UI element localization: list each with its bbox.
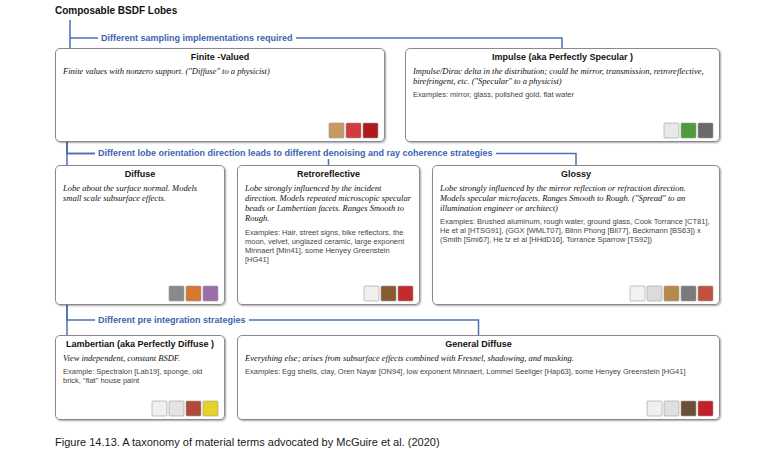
material-swatch-icon (664, 286, 679, 301)
box-description: Lobe strongly influenced by the incident… (245, 183, 412, 224)
lobe-box: Lambertian (aka Perfectly Diffuse ) View … (55, 335, 225, 420)
material-swatch-icon (647, 401, 662, 416)
material-swatch-icon (681, 401, 696, 416)
material-swatch-icon (647, 286, 662, 301)
material-swatch-icon (203, 286, 218, 301)
box-description: Finite values with nonzero support. ("Di… (63, 66, 377, 76)
box-description: Everything else; arises from subsurface … (245, 353, 712, 363)
branch-connector (67, 142, 576, 165)
box-description: Lobe strongly influenced by the mirror r… (440, 183, 712, 214)
lobe-box: Finite -ValuedFinite values with nonzero… (55, 48, 385, 142)
diagram-title: Composable BSDF Lobes (55, 5, 177, 17)
lobe-box: RetroreflectiveLobe strongly influenced … (237, 165, 420, 305)
material-swatch-icon (363, 123, 378, 138)
material-swatch-icon (698, 401, 713, 416)
box-description: Impulse/Dirac delta in the distribution;… (413, 66, 712, 86)
box-heading: Glossy (440, 169, 712, 180)
material-swatch-icon (364, 286, 379, 301)
lobe-box: General DiffuseEverything else; arises f… (237, 335, 720, 420)
box-examples: Example: Spectralon [Lab19], sponge, old… (63, 367, 217, 385)
branch-label: Different pre integration strategies (95, 315, 249, 326)
box-heading: Finite -Valued (63, 52, 377, 63)
material-swatch-icon (381, 286, 396, 301)
material-swatch-icon (398, 286, 413, 301)
lobe-box: Impulse (aka Perfectly Specular ) Impulse… (405, 48, 720, 142)
branch-connector (67, 305, 479, 335)
material-swatch-icon (664, 123, 679, 138)
material-swatch-icon (664, 401, 679, 416)
figure-caption: Figure 14.13. A taxonomy of material ter… (55, 436, 440, 450)
branch-label: Different lobe orientation direction lea… (95, 148, 496, 159)
box-heading: Lambertian (aka Perfectly Diffuse ) (63, 339, 217, 350)
box-description: View independent, constant BSDF. (63, 353, 217, 363)
branch-label: Different sampling implementations requi… (98, 33, 296, 44)
lobe-box: GlossyLobe strongly influenced by the mi… (432, 165, 720, 305)
box-heading: Impulse (aka Perfectly Specular ) (413, 52, 712, 63)
material-swatch-icon (169, 286, 184, 301)
material-swatch-icon (186, 401, 201, 416)
box-heading: Diffuse (63, 169, 217, 180)
material-swatch-icon (698, 286, 713, 301)
top-bracket (70, 20, 562, 48)
box-examples: Examples: Egg shells, clay, Oren Nayar [… (245, 367, 712, 376)
box-heading: Retroreflective (245, 169, 412, 180)
material-swatch-icon (630, 286, 645, 301)
material-swatch-icon (346, 123, 361, 138)
material-swatch-icon (698, 123, 713, 138)
material-swatch-icon (169, 401, 184, 416)
box-heading: General Diffuse (245, 339, 712, 350)
material-swatch-icon (681, 123, 696, 138)
box-examples: Examples: mirror, glass, polished gold, … (413, 90, 712, 99)
lobe-box: DiffuseLobe about the surface normal. Mo… (55, 165, 225, 305)
box-examples: Examples: Brushed aluminum, rough water,… (440, 217, 712, 244)
material-swatch-icon (186, 286, 201, 301)
box-examples: Examples: Hair, street signs, bike refle… (245, 228, 412, 264)
material-swatch-icon (329, 123, 344, 138)
box-description: Lobe about the surface normal. Models sm… (63, 183, 217, 203)
material-swatch-icon (152, 401, 167, 416)
material-swatch-icon (681, 286, 696, 301)
material-swatch-icon (203, 401, 218, 416)
